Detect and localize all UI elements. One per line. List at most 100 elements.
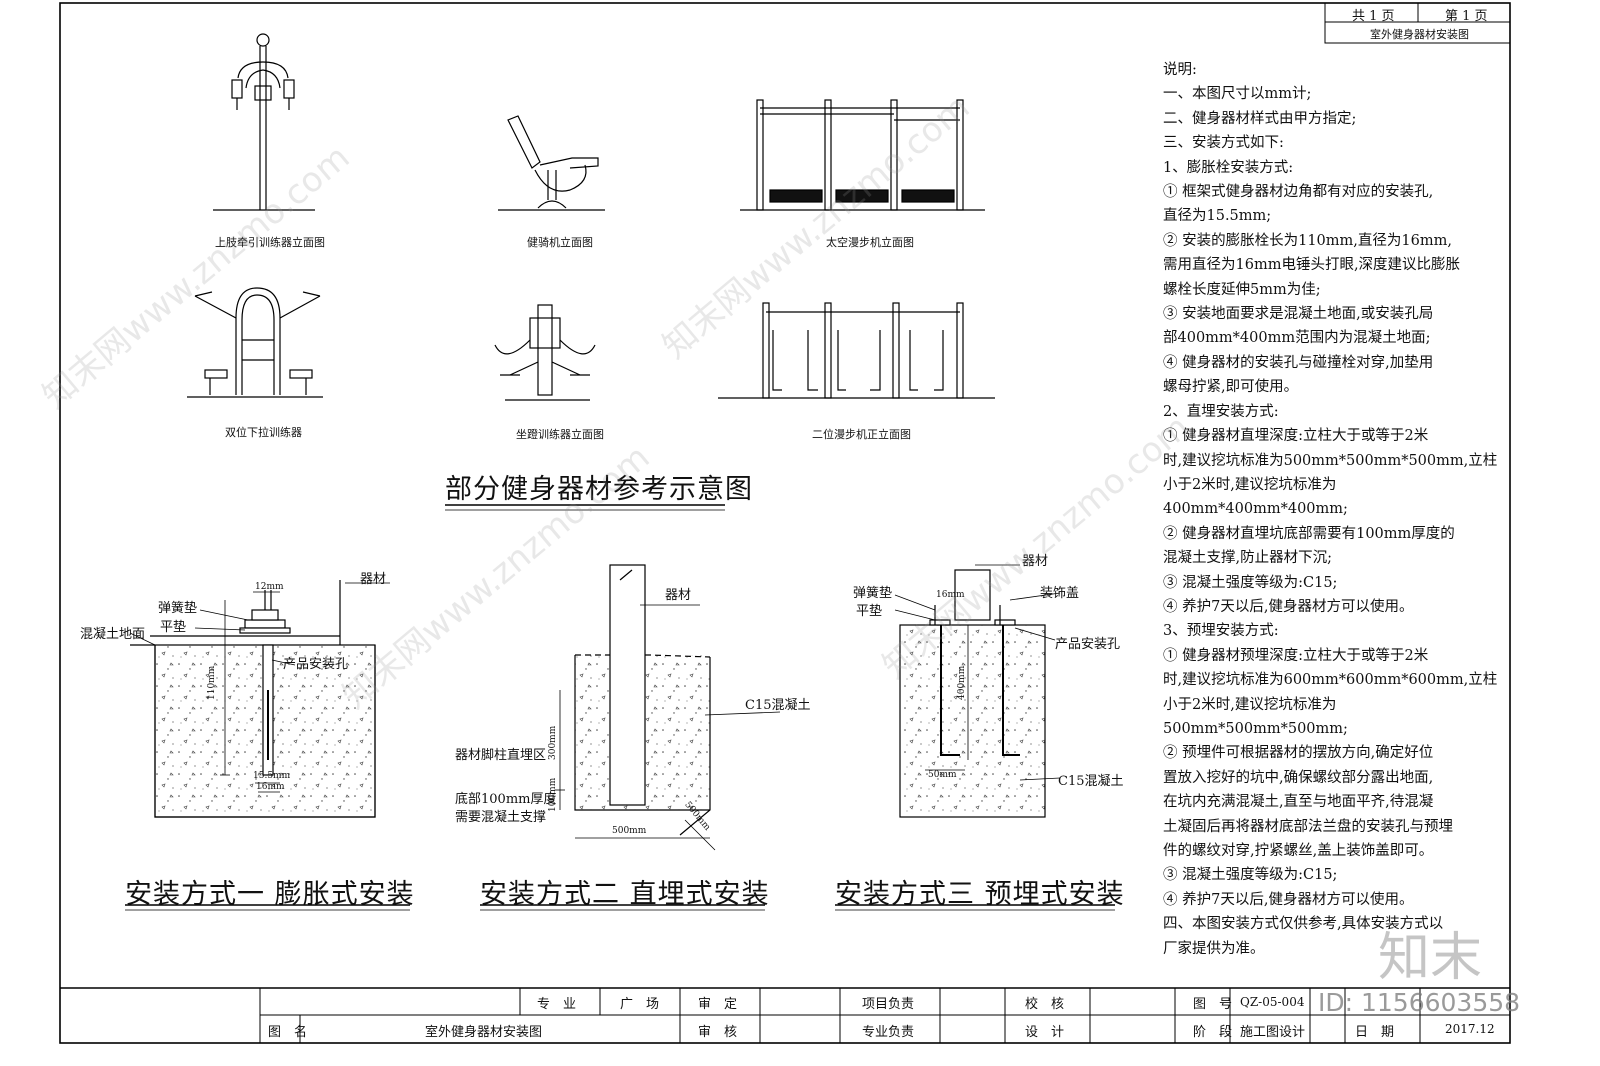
m1-dim-bolt: 16mm: [256, 782, 285, 792]
m1-label-flat-washer: 平垫: [160, 620, 187, 635]
note-line: ① 健身器材直埋深度:立柱大于或等于2米: [1163, 428, 1429, 445]
caption-upper-limb: 上肢牵引训练器立面图: [215, 236, 325, 249]
note-line: 四、本图安装方式仅供参考,具体安装方式以: [1163, 916, 1444, 933]
equipment-upper-limb-drawing: [213, 33, 315, 211]
tb-design-label: 设 计: [1025, 1025, 1065, 1040]
design-notes: 说明:一、本图尺寸以mm计;二、健身器材样式由甲方指定;三、安装方式如下: 1、…: [1163, 58, 1508, 961]
tb-discipline-label: 专 业: [537, 997, 577, 1012]
sheet-border: [59, 2, 1511, 1044]
note-line: 厂家提供为准。: [1163, 940, 1265, 957]
tb-discipline-lead-label: 专业负责: [862, 1025, 915, 1040]
m3-dim-bottom: 50mm: [928, 770, 957, 780]
m2-label-buried-zone: 器材脚柱直埋区: [455, 748, 547, 763]
m3-dim-depth: 400mm: [957, 665, 967, 700]
note-line: ③ 混凝土强度等级为:C15;: [1163, 867, 1338, 884]
tb-drawing-no-label: 图 号: [1193, 997, 1233, 1012]
method1-leaders: [129, 582, 390, 666]
m1-label-spring-washer: 弹簧垫: [158, 601, 198, 616]
header-drawing-name: 室外健身器材安装图: [1370, 28, 1469, 41]
tb-check-label: 校 核: [1025, 997, 1065, 1012]
note-line: 混凝土支撑,防止器材下沉;: [1163, 550, 1332, 567]
note-line: ② 安装的膨胀栓长为110mm,直径为16mm,: [1163, 232, 1452, 249]
tb-date-label: 日 期: [1355, 1025, 1395, 1040]
equipment-rider-drawing: [498, 115, 605, 211]
note-line: 400mm*400mm*400mm;: [1163, 501, 1348, 518]
note-line: 部400mm*400mm范围内为混凝土地面;: [1163, 330, 1431, 347]
note-line: 件的螺纹对穿,拧紧螺丝,盖上装饰盖即可。: [1163, 843, 1434, 859]
page-number: 第 1 页: [1445, 9, 1488, 24]
equipment-section-title: 部分健身器材参考示意图: [445, 474, 753, 505]
tb-drawing-no-value: QZ-05-004: [1240, 995, 1305, 1009]
note-line: 时,建议挖坑标准为500mm*500mm*500mm,立柱: [1163, 452, 1498, 469]
tb-stage-label: 阶 段: [1193, 1025, 1233, 1040]
note-line: ③ 混凝土强度等级为:C15;: [1163, 574, 1338, 591]
method2-title: 安装方式二 直埋式安装: [480, 879, 770, 910]
method1-title: 安装方式一 膨胀式安装: [125, 879, 415, 910]
note-line: 3、预埋安装方式:: [1163, 623, 1279, 640]
tb-approve-label: 审 定: [698, 997, 738, 1012]
note-line: 螺栓长度延伸5mm为佳;: [1163, 281, 1321, 298]
m3-label-equipment: 器材: [1022, 554, 1049, 569]
title-block: [60, 987, 1510, 1043]
note-line: 说明:: [1163, 62, 1197, 78]
m1-dim-hole: 15.5mm: [253, 771, 291, 781]
note-line: 小于2米时,建议挖坑标准为: [1163, 696, 1337, 713]
m1-dim-top: 12mm: [255, 582, 284, 592]
note-line: ④ 养护7天以后,健身器材方可以使用。: [1163, 598, 1414, 615]
m2-label-concrete: C15混凝土: [745, 698, 811, 713]
note-line: 在坑内充满混凝土,直至与地面平齐,待混凝: [1163, 794, 1434, 811]
equipment-pulldown-drawing: [187, 287, 323, 398]
note-line: 时,建议挖坑标准为600mm*600mm*600mm,立柱: [1163, 672, 1498, 689]
m3-dim-top: 16mm: [936, 590, 965, 600]
m2-dim-depth: 300mm: [548, 725, 558, 760]
equipment-two-walker-drawing: [718, 302, 995, 399]
watermark-brand: 知末: [1378, 928, 1483, 988]
caption-space-walker: 太空漫步机立面图: [826, 236, 914, 249]
method2-leaders: [640, 604, 781, 716]
watermark-id: ID: 1156603558: [1318, 988, 1521, 1017]
note-line: 一、本图尺寸以mm计;: [1163, 86, 1312, 103]
caption-two-walker: 二位漫步机正立面图: [812, 428, 911, 441]
note-line: ③ 安装地面要求是混凝土地面,或安装孔局: [1163, 306, 1434, 323]
note-line: ① 框架式健身器材边角都有对应的安装孔,: [1163, 184, 1434, 201]
note-line: 螺母拧紧,即可使用。: [1163, 379, 1299, 396]
m3-label-cover: 装饰盖: [1040, 586, 1080, 601]
note-line: ② 健身器材直埋坑底部需要有100mm厚度的: [1163, 525, 1455, 542]
method3-section-drawing: [899, 569, 1046, 818]
note-line: 需用直径为16mm电锤头打眼,深度建议比膨胀: [1163, 257, 1461, 274]
m2-bottom-note-1: 底部100mm厚度: [455, 792, 557, 807]
note-line: 小于2米时,建议挖坑标准为: [1163, 476, 1337, 493]
equipment-space-walker-drawing: [740, 99, 985, 211]
tb-discipline-value: 广 场: [620, 997, 660, 1012]
note-line: 置放入挖好的坑中,确保螺纹部分露出地面,: [1163, 769, 1434, 786]
m1-label-hole: 产品安装孔: [283, 657, 349, 672]
note-line: 直径为15.5mm;: [1163, 208, 1272, 225]
tb-date-value: 2017.12: [1445, 1022, 1495, 1036]
tb-project-lead-label: 项目负责: [862, 997, 915, 1012]
caption-pulldown: 双位下拉训练器: [225, 426, 302, 439]
method2-section-drawing: [555, 564, 716, 851]
m2-dim-width: 500mm: [612, 826, 647, 836]
caption-seated-push: 坐蹬训练器立面图: [516, 428, 604, 441]
tb-drawing-name-value: 室外健身器材安装图: [425, 1025, 543, 1040]
m3-label-hole: 产品安装孔: [1055, 637, 1121, 652]
m2-bottom-note-2: 需要混凝土支撑: [455, 810, 547, 825]
m1-label-ground: 混凝土地面: [80, 627, 146, 642]
total-pages: 共 1 页: [1352, 9, 1395, 24]
m3-label-concrete: C15混凝土: [1058, 774, 1124, 789]
m2-dim-bottom: 100mm: [548, 777, 558, 812]
caption-rider: 健骑机立面图: [527, 236, 593, 249]
method3-leaders: [894, 564, 1061, 781]
method1-section-drawing: [130, 580, 376, 818]
note-line: ④ 养护7天以后,健身器材方可以使用。: [1163, 891, 1414, 908]
note-line: ① 健身器材预埋深度:立柱大于或等于2米: [1163, 647, 1429, 664]
note-line: 二、健身器材样式由甲方指定;: [1163, 110, 1357, 127]
m1-label-equipment: 器材: [360, 572, 387, 587]
m3-label-spring-washer: 弹簧垫: [853, 586, 893, 601]
tb-drawing-name-label: 图 名: [268, 1025, 308, 1040]
m2-label-equipment: 器材: [665, 588, 692, 603]
note-line: 三、安装方式如下:: [1163, 135, 1284, 152]
equipment-seated-push-drawing: [494, 304, 596, 401]
